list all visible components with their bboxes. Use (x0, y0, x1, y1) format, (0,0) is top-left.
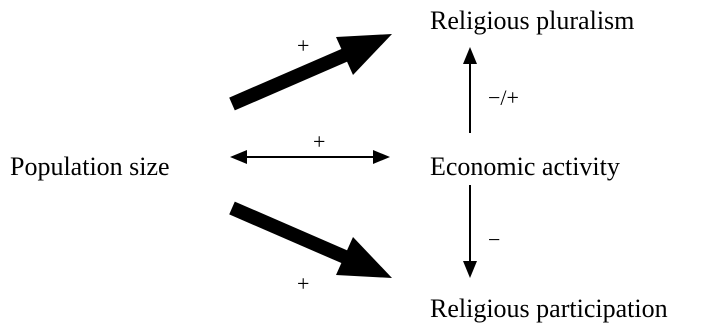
sign-economic-pluralism: −/+ (488, 85, 519, 110)
sign-economic-participation: − (488, 227, 501, 252)
node-economic-activity: Economic activity (430, 152, 620, 181)
arrow-population-to-participation (229, 201, 392, 278)
sign-population-economic: + (313, 129, 326, 154)
node-population-size: Population size (10, 152, 170, 181)
arrow-population-to-pluralism (229, 34, 392, 111)
node-religious-participation: Religious participation (430, 294, 668, 323)
sign-population-pluralism: + (297, 33, 310, 58)
arrow-population-economic-bidirectional (230, 150, 390, 164)
arrow-economic-to-participation (463, 185, 477, 278)
sign-population-participation: + (297, 271, 310, 296)
arrow-economic-to-pluralism (463, 47, 477, 133)
node-religious-pluralism: Religious pluralism (430, 6, 635, 35)
